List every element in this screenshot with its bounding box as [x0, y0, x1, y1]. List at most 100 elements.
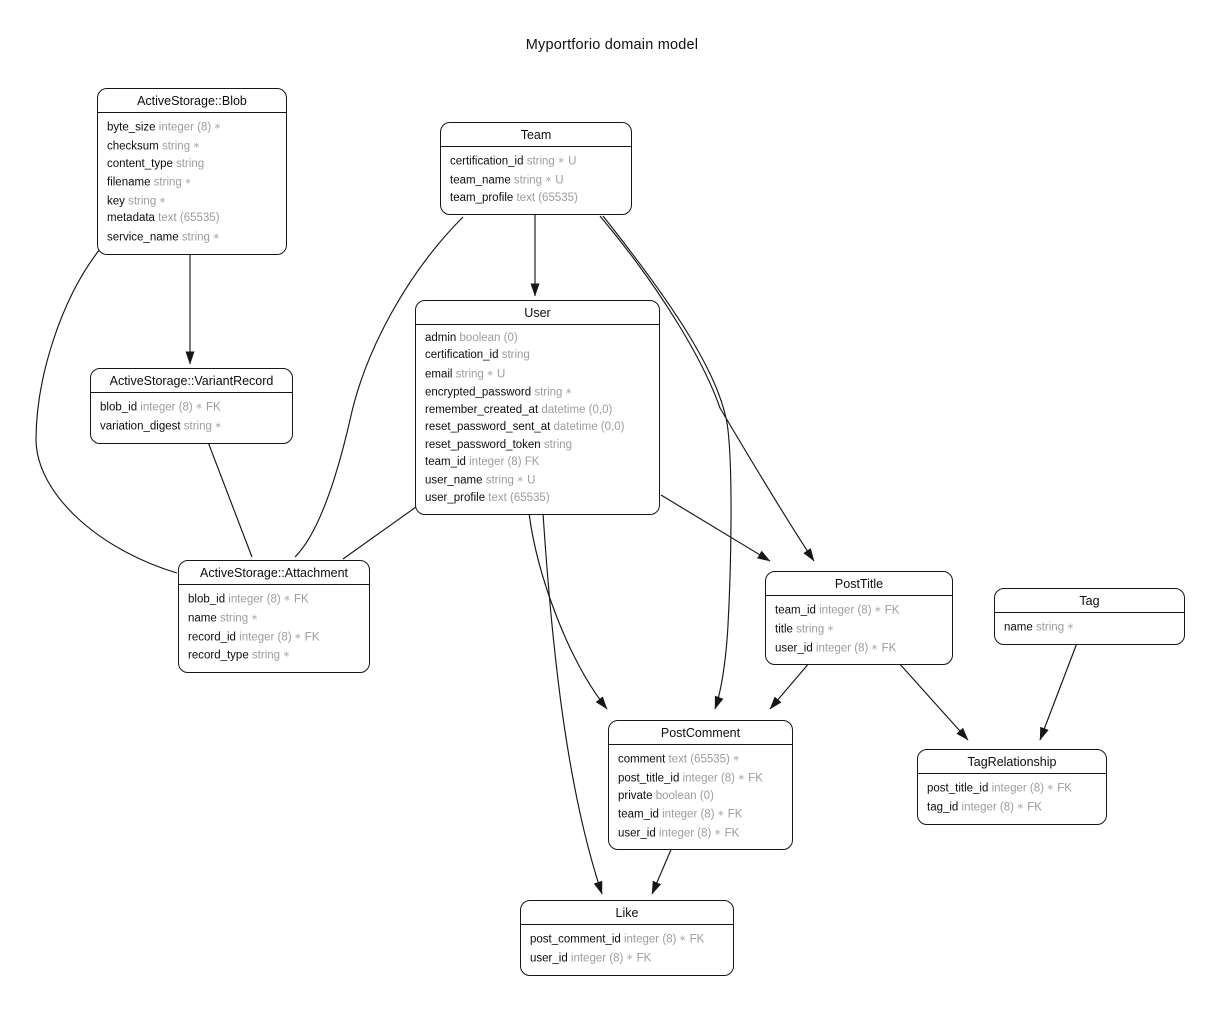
field-tag_id: tag_id integer (8) ∗ FK	[927, 798, 1097, 817]
not-null-marker: ∗	[192, 401, 203, 411]
field-post_title_id: post_title_id integer (8) ∗ FK	[618, 769, 783, 788]
field-name: blob_id	[100, 401, 138, 414]
field-private: private boolean (0)	[618, 788, 783, 805]
not-null-marker: ∗	[676, 933, 687, 943]
not-null-marker: ∗	[868, 641, 879, 652]
field-comment: comment text (65535) ∗	[618, 750, 783, 769]
not-null-marker: ∗	[211, 121, 222, 131]
field-user_id: user_id integer (8) ∗ FK	[530, 949, 724, 968]
not-null-marker: ∗	[280, 649, 291, 660]
field-badge-fk: FK	[686, 933, 705, 946]
field-user_profile: user_profile text (65535)	[425, 490, 650, 507]
field-type: datetime (0,0)	[538, 404, 613, 417]
field-admin: admin boolean (0)	[425, 330, 650, 347]
field-team_name: team_name string ∗ U	[450, 171, 622, 190]
field-service_name: service_name string ∗	[107, 228, 277, 247]
field-type: text (65535)	[154, 212, 220, 225]
field-badge-fk: FK	[521, 456, 540, 469]
field-badge-fk: FK	[633, 952, 652, 965]
entity-name-post-title: PostTitle	[766, 572, 952, 596]
entity-name-tag: Tag	[995, 589, 1184, 613]
field-team_profile: team_profile text (65535)	[450, 190, 622, 207]
field-name: team_name	[450, 174, 511, 187]
field-name: post_title_id	[618, 772, 680, 785]
field-type: datetime (0,0)	[550, 421, 625, 434]
field-name: byte_size	[107, 121, 156, 134]
edge-tag-to-tagrelationship	[1039, 642, 1078, 741]
edge-user-to-postcomment	[528, 512, 608, 710]
field-checksum: checksum string ∗	[107, 137, 277, 156]
not-null-marker: ∗	[1064, 621, 1075, 631]
field-badge-fk: FK	[290, 593, 309, 606]
edge-user-to-attachment	[342, 506, 417, 560]
field-name: comment	[618, 753, 666, 766]
entity-fields-post-comment: comment text (65535) ∗post_title_id inte…	[609, 745, 792, 849]
not-null-marker: ∗	[562, 386, 573, 397]
entity-fields-user: admin boolean (0)certification_id string…	[416, 325, 659, 514]
field-type: integer (8)	[567, 952, 624, 965]
field-name: checksum	[107, 140, 159, 153]
field-badge-fk: FK	[202, 401, 221, 414]
entity-name-active-storage-attachment: ActiveStorage::Attachment	[179, 561, 369, 585]
field-metadata: metadata text (65535)	[107, 210, 277, 227]
not-null-marker: ∗	[211, 419, 222, 430]
not-null-marker: ∗	[280, 593, 291, 603]
field-badge-u: U	[523, 474, 536, 487]
edge-blob-to-attachment	[35, 248, 178, 574]
field-badge-fk: FK	[881, 604, 900, 617]
field-record_id: record_id integer (8) ∗ FK	[188, 628, 360, 647]
field-type: string	[540, 438, 573, 451]
edge-team-to-attachment	[294, 216, 464, 558]
field-badge-fk: FK	[724, 808, 743, 821]
not-null-marker: ∗	[513, 474, 524, 485]
entity-name-user: User	[416, 301, 659, 325]
field-reset_password_token: reset_password_token string	[425, 437, 650, 454]
field-type: string	[172, 157, 205, 170]
field-name: post_comment_id	[530, 933, 621, 946]
field-badge-fk: FK	[301, 631, 320, 644]
field-type: integer (8)	[225, 593, 281, 606]
not-null-marker: ∗	[729, 753, 740, 763]
field-name: team_id	[618, 808, 659, 821]
field-post_title_id: post_title_id integer (8) ∗ FK	[927, 779, 1097, 798]
field-name: team_profile	[450, 191, 514, 204]
field-certification_id: certification_id string	[425, 347, 650, 364]
field-badge-u: U	[564, 155, 577, 168]
field-badge-fk: FK	[721, 827, 740, 840]
edge-variantrecord-to-attachment	[207, 441, 253, 558]
field-name: name	[1004, 621, 1033, 634]
field-badge-u: U	[552, 174, 564, 187]
not-null-marker: ∗	[542, 173, 553, 184]
field-email: email string ∗ U	[425, 365, 650, 384]
field-user_name: user_name string ∗ U	[425, 471, 650, 490]
field-blob_id: blob_id integer (8) ∗ FK	[188, 590, 360, 609]
field-name: record_type	[188, 649, 249, 662]
field-type: integer (8)	[815, 604, 872, 617]
not-null-marker: ∗	[714, 807, 725, 818]
field-name: record_id	[188, 631, 236, 644]
field-team_id: team_id integer (8) FK	[425, 454, 650, 471]
field-encrypted_password: encrypted_password string ∗	[425, 383, 650, 402]
not-null-marker: ∗	[190, 139, 201, 150]
field-name: user_id	[530, 952, 568, 965]
field-type: integer (8)	[465, 456, 522, 469]
field-name: post_title_id	[927, 782, 989, 795]
not-null-marker: ∗	[623, 951, 634, 962]
field-type: integer (8)	[658, 808, 715, 821]
field-name: user_name	[425, 474, 483, 487]
not-null-marker: ∗	[734, 771, 746, 782]
field-type: string	[792, 623, 825, 636]
field-type: string	[1032, 621, 1065, 634]
field-key: key string ∗	[107, 192, 277, 211]
not-null-marker: ∗	[1043, 782, 1055, 792]
edge-postcomment-to-like	[651, 844, 674, 895]
field-name: key	[107, 195, 125, 208]
